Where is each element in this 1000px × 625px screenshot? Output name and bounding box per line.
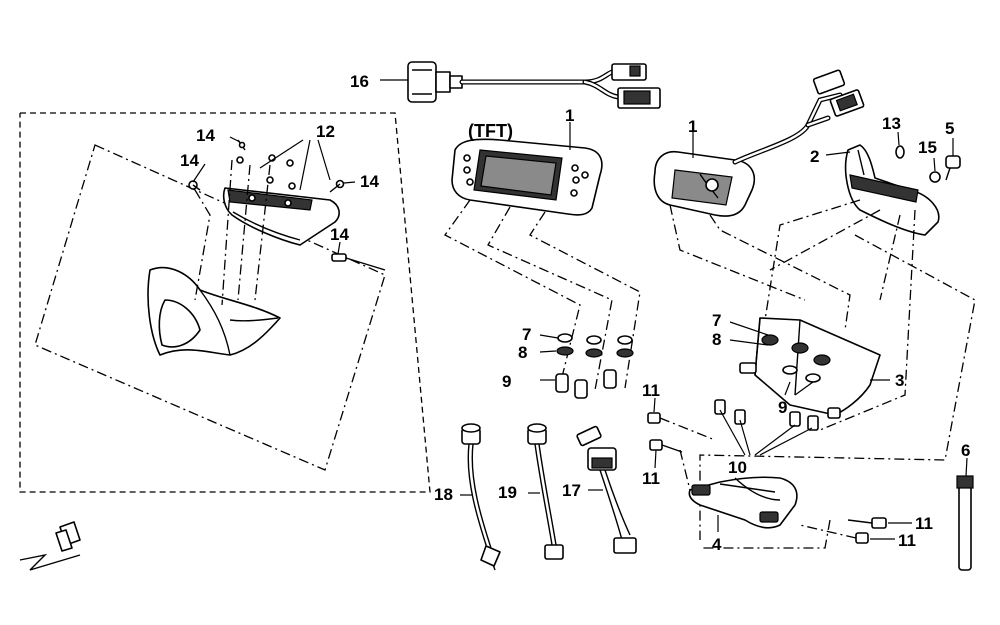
meter-assembly [653,69,865,217]
callout-14-left: 14 [180,151,199,170]
leader-7a [539,334,559,339]
callout-3: 3 [895,371,904,390]
callout-4: 4 [712,535,722,554]
callout-13: 13 [882,114,901,133]
tft-mount-line-3 [529,211,641,389]
leader-7b [729,321,769,336]
leader-11b [654,449,657,469]
callout-15: 15 [918,138,937,157]
meter-mount-line-1 [669,204,806,301]
callout-9-meter: 9 [778,398,787,417]
leader-12c [317,139,331,181]
cover-mount-line-2 [769,209,881,271]
cover-mount-line-3 [879,214,901,301]
leader-14c [343,181,356,184]
leader-11a [653,397,656,413]
cowl-assembly-line-3 [254,164,271,301]
callout-14-top: 14 [196,126,215,145]
leader-9b2 [794,381,814,396]
bolt-14-lower [331,253,386,271]
leader-10 [719,409,746,456]
screw-14-left [188,180,201,191]
callout-14-lower: 14 [330,225,349,244]
leader-8b [729,339,769,346]
callout-7-tft: 7 [522,325,531,344]
cowl-reference-frame [34,144,386,471]
callout-1-tft: 1 [565,106,574,125]
front-cowl [147,266,281,356]
washer-15 [929,171,941,183]
callout-11-c: 11 [915,514,933,533]
leader-10d [759,427,813,456]
callout-1-meter: 1 [688,117,697,136]
cowl-assembly-line-4 [194,189,211,301]
callout-6: 6 [961,441,970,460]
callout-8-meter: 8 [712,330,721,349]
callout-7-meter: 7 [712,311,721,330]
callout-11-a: 11 [642,381,660,400]
socket-harness-19 [527,423,564,560]
callout-14-right: 14 [360,172,379,191]
wire-harness-16 [407,61,661,109]
tft-mount-line-1 [444,199,581,386]
leader-12 [259,139,304,169]
cowl-assembly-line-1 [221,159,233,306]
callout-16: 16 [350,72,369,91]
callout-17: 17 [562,481,581,500]
leader-12b [299,139,311,191]
tft-mount-line-2 [487,206,613,391]
tft-meter [451,138,603,216]
leader-10b [739,419,751,456]
callout-2: 2 [810,147,819,166]
socket-harness-18 [461,423,501,571]
front-cowl-group-box [19,112,431,493]
callout-18: 18 [434,485,453,504]
cover-mount-line-1 [764,199,861,321]
bracket4-line-1 [679,449,691,491]
bracket4-line-2 [700,519,831,549]
front-direction-arrow [19,521,81,571]
callout-19: 19 [498,483,517,502]
leader-10c [754,424,796,456]
tft-grommets [555,333,634,399]
callout-11-d: 11 [898,531,916,550]
callout-11-b: 11 [642,469,660,488]
switch-harness-17 [576,425,637,554]
leader-6 [965,457,968,477]
leader-14d [337,241,341,255]
callout-12: 12 [316,122,335,141]
meter-mount-line-2 [709,214,851,331]
screws-12 [236,154,296,190]
screw-14-right [329,179,345,193]
bolt-11-c [847,517,887,529]
bolt-11-a [647,412,716,441]
leader-8a [539,350,557,353]
o-ring-13 [895,145,905,159]
leader-14a [229,136,241,143]
callout-5: 5 [945,119,954,138]
lower-bracket-4 [688,476,798,529]
bolt-11-b [649,439,683,453]
leader-13 [897,131,900,146]
cover-mount-line-5 [819,209,916,431]
leader-15 [933,157,936,172]
bolt-11-d [799,524,869,544]
tft-label: (TFT) [468,121,513,141]
callout-9-tft: 9 [502,372,511,391]
cable-tie-6 [956,475,974,571]
leader-2 [825,151,851,156]
cowl-upper-bracket [222,187,340,246]
bolt-5 [945,155,961,181]
callout-8-tft: 8 [518,343,527,362]
cowl-assembly-line-2 [237,164,251,301]
leader-9b [784,381,791,396]
leader-14b [192,163,206,183]
callout-10: 10 [728,458,747,477]
meter-bracket-3 [714,317,881,431]
